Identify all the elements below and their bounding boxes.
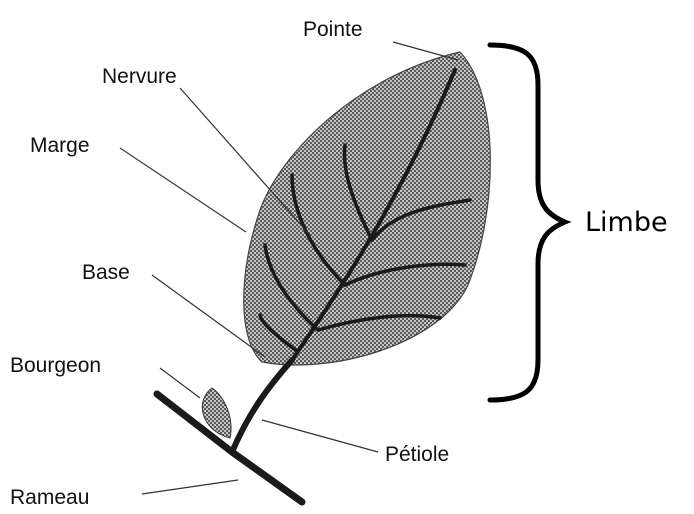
leader-line-marge [120, 148, 246, 232]
leader-line-bourgeon [160, 368, 200, 398]
label-marge: Marge [30, 134, 90, 157]
limbe-brace [490, 45, 565, 400]
label-pointe: Pointe [303, 18, 363, 41]
label-nervure: Nervure [102, 65, 177, 88]
leader-line-pointe [393, 42, 458, 60]
label-petiole: Pétiole [385, 443, 449, 466]
label-base: Base [82, 261, 130, 284]
label-bourgeon: Bourgeon [10, 354, 101, 377]
label-rameau: Rameau [10, 486, 89, 509]
leader-line-rameau [142, 480, 238, 494]
branch [157, 394, 302, 502]
leader-line-petiole [262, 420, 378, 452]
label-limbe: Limbe [585, 207, 668, 238]
petiole [232, 360, 292, 452]
